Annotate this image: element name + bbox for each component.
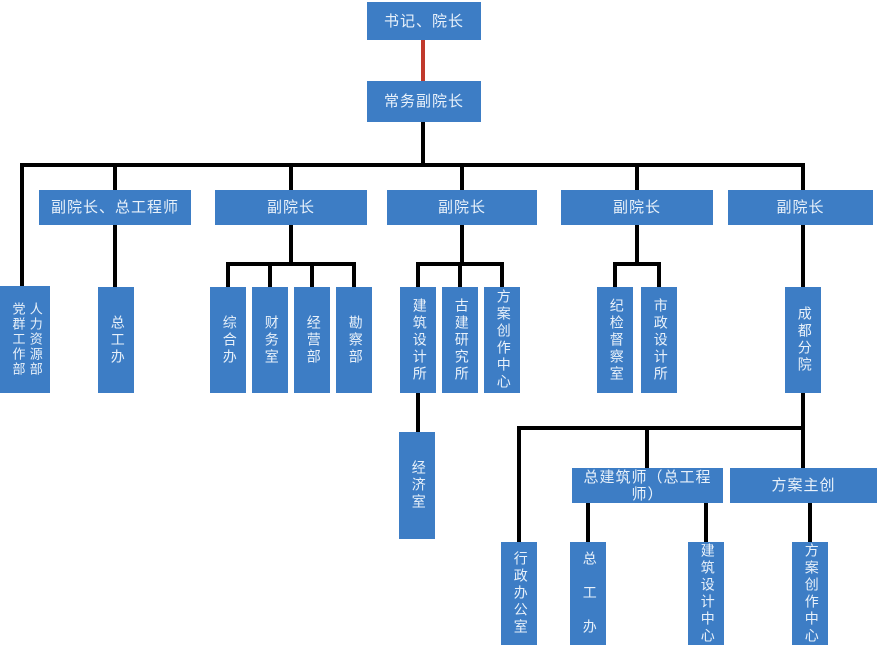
connector-line [613, 262, 617, 287]
connector-line [657, 262, 661, 287]
connector-line [635, 167, 639, 191]
node-general-office: 综合办 [210, 287, 246, 393]
connector-line [20, 163, 805, 167]
node-discipline-inspection-office: 纪检督察室 [597, 287, 633, 393]
node-chief-engineer-office: 总工办 [98, 287, 134, 393]
connector-line [635, 225, 639, 266]
node-exec-vp: 常务副院长 [367, 81, 481, 122]
connector-line [458, 262, 462, 287]
node-chief-architect: 总建筑师（总工程师） [572, 468, 723, 503]
node-chengdu-branch: 成都分院 [785, 287, 821, 393]
connector-line [460, 225, 464, 266]
node-municipal-design-institute: 市政设计所 [641, 287, 677, 393]
connector-line [517, 426, 805, 430]
node-admin-office: 行政办公室 [501, 542, 537, 645]
connector-line [289, 167, 293, 191]
node-chief-engineer-office-chengdu: 总 工 办 [570, 542, 606, 645]
connector-line [801, 225, 805, 287]
node-vp-1: 副院长 [215, 190, 367, 225]
node-scheme-lead: 方案主创 [730, 468, 877, 503]
connector-line [517, 426, 521, 542]
connector-line [416, 393, 420, 432]
node-arch-design-center: 建筑设计中心 [688, 542, 724, 645]
connector-line [226, 262, 356, 266]
node-vp-4: 副院长 [728, 190, 873, 225]
connector-line [704, 503, 708, 542]
connector-line [500, 262, 504, 287]
node-vp-3: 副院长 [561, 190, 713, 225]
node-party-mass-dept-label: 党群工作部 [9, 302, 25, 377]
connector-line [416, 262, 420, 287]
node-survey-dept: 勘察部 [336, 287, 372, 393]
node-scheme-creation-center-chengdu: 方案创作中心 [792, 542, 828, 645]
connector-line [801, 393, 805, 430]
connector-line-red [421, 40, 425, 82]
connector-line [613, 262, 661, 266]
node-scheme-creation-center: 方案创作中心 [484, 287, 520, 393]
connector-line [645, 430, 649, 468]
connector-line [352, 262, 356, 287]
node-vp-2: 副院长 [387, 190, 537, 225]
connector-line [113, 225, 117, 287]
connector-line [460, 167, 464, 191]
connector-line [113, 167, 117, 191]
connector-line [289, 225, 293, 266]
node-business-dept: 经营部 [294, 287, 330, 393]
connector-line [226, 262, 230, 287]
connector-line [20, 163, 24, 287]
connector-line [801, 163, 805, 192]
node-finance-room: 财务室 [252, 287, 288, 393]
node-hr-dept-label: 人力资源部 [26, 302, 42, 377]
node-president: 书记、院长 [367, 2, 481, 40]
connector-line [421, 121, 425, 167]
connector-line [586, 503, 590, 542]
node-ancient-arch-institute: 古建研究所 [442, 287, 478, 393]
connector-line [808, 503, 812, 542]
connector-line [268, 262, 272, 287]
node-vp-chief-engineer: 副院长、总工程师 [39, 190, 191, 225]
node-economy-room: 经济室 [399, 432, 435, 539]
connector-line [310, 262, 314, 287]
connector-line [801, 430, 805, 468]
node-arch-design-institute: 建筑设计所 [400, 287, 436, 393]
node-party-hr-dept: 党群工作部 人力资源部 [0, 286, 50, 393]
